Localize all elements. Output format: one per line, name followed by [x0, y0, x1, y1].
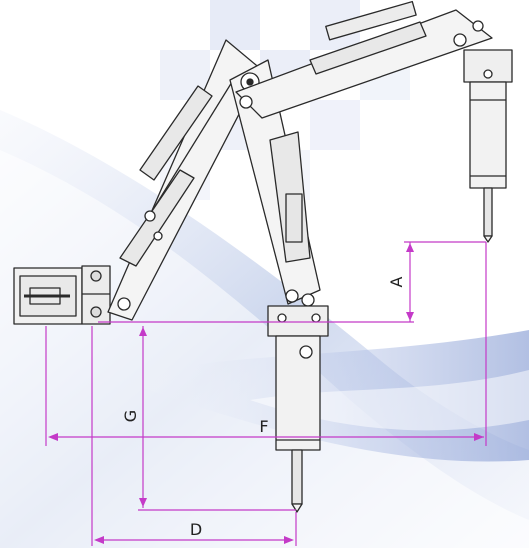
lower-hammer: [267, 305, 329, 513]
mounting-base: [13, 265, 111, 325]
dimension-arrowheads: [48, 243, 484, 544]
dimension-lines: [45, 241, 487, 546]
upper-hammer: [463, 49, 513, 243]
dimension-label-a: A: [387, 276, 406, 287]
dimension-label-d: D: [190, 520, 202, 539]
dimension-label-g: G: [121, 410, 140, 422]
dimension-label-f: F: [259, 417, 268, 436]
machine-drawing: [13, 0, 513, 513]
second-arm: [229, 59, 321, 307]
top-arm: [235, 0, 493, 119]
